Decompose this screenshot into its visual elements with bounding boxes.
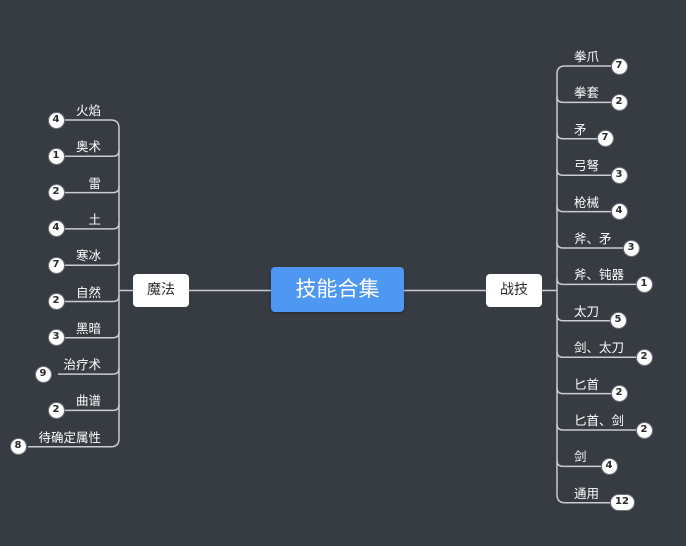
right-leaf-label[interactable]: 枪械 (574, 194, 600, 210)
right-leaf-count-badge: 12 (609, 494, 635, 512)
right-leaf-label[interactable]: 剑 (574, 449, 587, 465)
right-leaf-count-badge: 1 (635, 275, 653, 293)
right-leaf-count-badge: 5 (609, 312, 627, 330)
left-leaf-count-badge: 8 (9, 438, 27, 456)
combat-leaf-connector (556, 494, 610, 504)
right-leaf-count-badge: 4 (600, 457, 618, 475)
root-node[interactable]: 技能合集 (271, 267, 404, 312)
right-leaf-count-badge: 2 (610, 385, 628, 403)
left-leaf-label[interactable]: 黑暗 (75, 320, 101, 336)
combat-leaf-connector (556, 65, 611, 75)
left-leaf-count-badge: 4 (47, 111, 65, 129)
left-leaf-label[interactable]: 自然 (75, 284, 101, 300)
left-leaf-label[interactable]: 雷 (88, 175, 101, 191)
left-leaf-count-badge: 2 (47, 184, 65, 202)
right-leaf-count-badge: 2 (635, 348, 653, 366)
left-leaf-count-badge: 3 (47, 329, 65, 347)
right-leaf-label[interactable]: 斧、矛 (574, 231, 612, 246)
right-leaf-label[interactable]: 剑、太刀 (574, 340, 625, 356)
right-leaf-count-badge: 3 (622, 239, 640, 257)
right-leaf-label[interactable]: 拳爪 (574, 49, 600, 64)
right-leaf-count-badge: 4 (610, 203, 628, 221)
right-leaf-count-badge: 3 (610, 166, 628, 184)
left-leaf-label[interactable]: 待确定属性 (38, 429, 101, 445)
branch-node-combat-skills[interactable]: 战技 (486, 274, 542, 307)
magic-leaf-connector (58, 119, 120, 129)
branch-node-magic[interactable]: 魔法 (133, 274, 189, 307)
left-leaf-count-badge: 4 (47, 220, 65, 238)
right-leaf-label[interactable]: 矛 (574, 121, 587, 137)
left-leaf-label[interactable]: 曲谱 (75, 393, 101, 409)
left-leaf-count-badge: 2 (47, 293, 65, 310)
left-leaf-label[interactable]: 治疗术 (63, 357, 101, 373)
right-leaf-label[interactable]: 匕首、剑 (574, 413, 625, 428)
left-leaf-label[interactable]: 火焰 (75, 103, 101, 118)
right-leaf-label[interactable]: 斧、钝器 (574, 267, 625, 283)
left-leaf-count-badge: 1 (47, 147, 65, 165)
right-leaf-label[interactable]: 弓弩 (574, 158, 600, 174)
right-leaf-count-badge: 7 (610, 57, 628, 75)
left-leaf-count-badge: 7 (47, 256, 65, 274)
right-leaf-label[interactable]: 通用 (574, 485, 600, 501)
left-leaf-label[interactable]: 寒冰 (75, 248, 101, 264)
left-leaf-count-badge: 9 (34, 365, 52, 383)
left-leaf-label[interactable]: 土 (88, 211, 101, 227)
right-leaf-count-badge: 2 (610, 93, 628, 111)
left-leaf-label[interactable]: 奥术 (75, 139, 101, 155)
magic-leaf-connector (28, 438, 120, 448)
right-leaf-label[interactable]: 太刀 (574, 303, 600, 319)
right-leaf-count-badge: 7 (596, 130, 614, 148)
left-leaf-count-badge: 2 (47, 401, 65, 419)
right-leaf-count-badge: 2 (635, 421, 653, 439)
right-leaf-label[interactable]: 拳套 (574, 85, 600, 101)
right-leaf-label[interactable]: 匕首 (574, 376, 600, 392)
